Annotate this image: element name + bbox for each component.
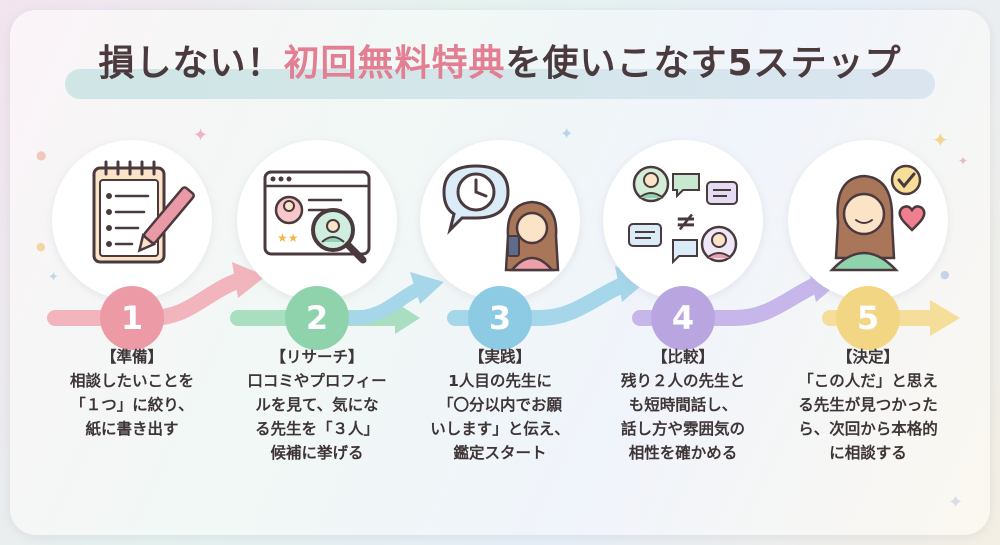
- step-4-number: 4: [651, 286, 715, 350]
- sparkle-icon: ●: [36, 148, 47, 162]
- step-1-line: 「１つ」に絞り、: [70, 396, 194, 414]
- step-3-line: 「〇分以内でお願: [437, 396, 562, 414]
- flow-arrow-2b: [343, 281, 427, 325]
- title-accent: 初回無料特典: [283, 43, 506, 84]
- flow-arrow-2-head: [395, 302, 420, 334]
- notepad-pen-icon: [92, 160, 195, 264]
- step-5-line: る先生が見つかった: [798, 396, 938, 414]
- woman-check-heart-icon: [829, 164, 926, 272]
- svg-text:★★: ★★: [277, 231, 299, 245]
- step-4-heading: 【比較】: [651, 348, 714, 366]
- compare-advisors-icon: ≠: [628, 165, 738, 265]
- step-5-description: 【決定】 「この人だ」と思え る先生が見つかった ら、次回から本格的 に相談する: [773, 345, 963, 465]
- step-3-line: いします」と伝え、: [430, 420, 570, 438]
- flow-arrow-3-head: [615, 266, 648, 302]
- step-3-line: 1人目の先生に: [448, 372, 552, 390]
- flow-arrow-5-head: [930, 300, 960, 336]
- sparkle-icon: ●: [940, 268, 950, 281]
- step-5-line: 「この人だ」と思え: [798, 372, 938, 390]
- step-5-number: 5: [836, 286, 900, 350]
- title-part-2: を使いこなす5ステップ: [505, 43, 902, 84]
- sparkle-icon: ●: [36, 240, 46, 253]
- step-2-line: ルを見て、気にな: [255, 396, 379, 414]
- step-1-line: 相談したいことを: [69, 372, 194, 390]
- step-4-illustration: ≠: [603, 140, 763, 300]
- sparkle-icon: ✦: [48, 270, 59, 285]
- step-3-line: 鑑定スタート: [453, 444, 547, 462]
- flow-arrow-1-head: [232, 262, 266, 298]
- page-title: 損しない！初回無料特典を使いこなす5ステップ: [0, 34, 1000, 86]
- sparkle-icon: ✦: [958, 154, 969, 168]
- step-3-description: 【実践】 1人目の先生に 「〇分以内でお願 いします」と伝え、 鑑定スタート: [405, 345, 595, 465]
- step-1-illustration: [52, 140, 212, 300]
- step-3-number: 3: [468, 286, 532, 350]
- clock-phone-woman-icon: [442, 164, 560, 272]
- flow-arrow-3: [447, 276, 633, 326]
- step-5-heading: 【決定】: [836, 348, 899, 366]
- step-5-illustration: [788, 140, 948, 300]
- profile-search-icon: ★★: [263, 170, 371, 264]
- sparkle-icon: ✦: [948, 492, 964, 513]
- svg-text:≠: ≠: [675, 207, 697, 237]
- step-5-line: ら、次回から本格的: [798, 420, 938, 438]
- step-1-heading: 【準備】: [100, 348, 163, 366]
- step-2-heading: 【リサーチ】: [270, 348, 364, 366]
- flow-arrow-4: [632, 276, 826, 326]
- step-2-description: 【リサーチ】 口コミやプロフィー ルを見て、気にな る先生を「３人」 候補に挙げ…: [222, 345, 412, 465]
- step-1-description: 【準備】 相談したいことを 「１つ」に絞り、 紙に書き出す: [37, 345, 227, 441]
- sparkle-icon: ✦: [560, 124, 574, 143]
- step-4-line: 相性を確かめる: [628, 444, 738, 462]
- sparkle-icon: ✦: [193, 125, 209, 146]
- title-highlight-band: [65, 69, 935, 99]
- step-4-line: 残り２人の先生と: [620, 372, 745, 390]
- step-1-line: 紙に書き出す: [85, 420, 179, 438]
- step-2-number: 2: [285, 286, 349, 350]
- step-2-illustration: ★★: [237, 140, 397, 300]
- step-1-number: 1: [100, 286, 164, 350]
- step-5-line: に相談する: [829, 444, 907, 462]
- step-3-heading: 【実践】: [468, 348, 531, 366]
- step-2-line: 口コミやプロフィー: [247, 372, 387, 390]
- step-4-line: 話し方や雰囲気の: [620, 420, 745, 438]
- title-part-1: 損しない！: [98, 43, 284, 84]
- step-4-line: も短時間話し、: [628, 396, 738, 414]
- step-2-line: る先生を「３人」: [254, 420, 379, 438]
- step-4-description: 【比較】 残り２人の先生と も短時間話し、 話し方や雰囲気の 相性を確かめる: [588, 345, 778, 465]
- step-2-line: 候補に挙げる: [270, 444, 364, 462]
- sparkle-icon: ✦: [932, 128, 949, 152]
- step-3-illustration: [420, 140, 580, 300]
- flow-arrow-2b-head: [410, 272, 444, 304]
